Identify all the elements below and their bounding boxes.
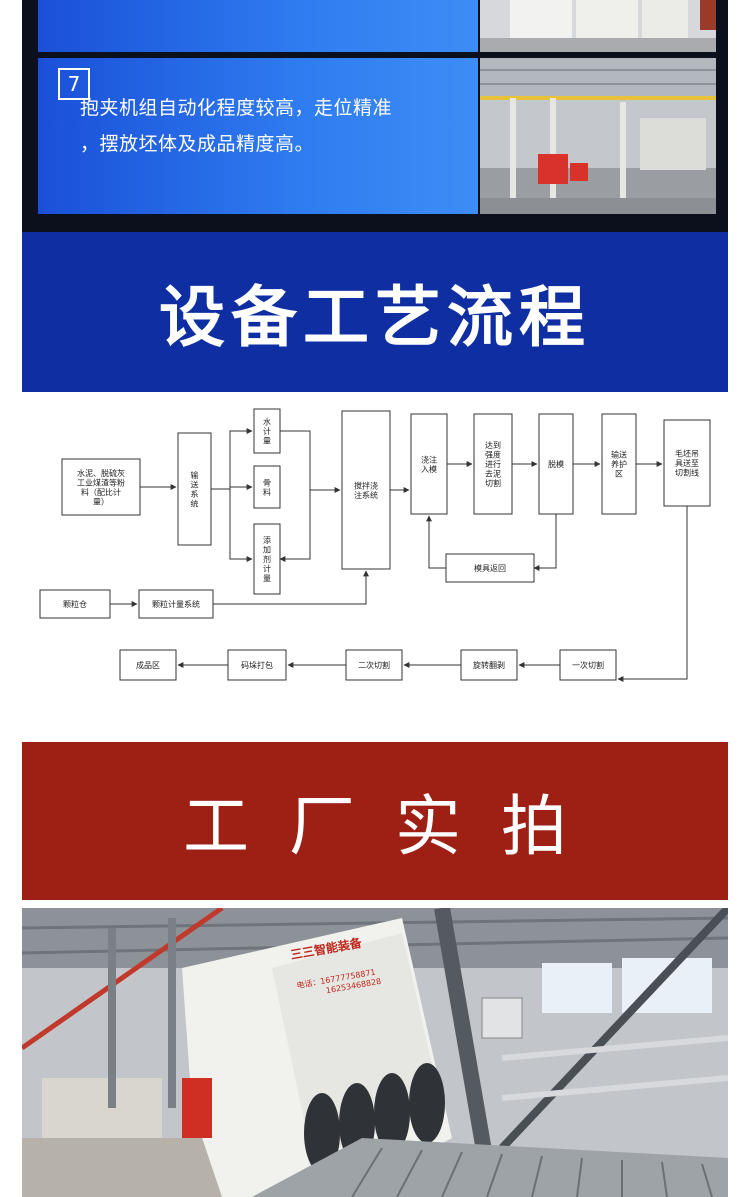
- flow-node-label: 输送养护区: [611, 450, 627, 479]
- flow-node-label: 水泥、脱硫灰工业煤渣等粉料（配比计量）: [77, 468, 125, 507]
- flow-node-demold: 脱模: [538, 413, 574, 515]
- feature-section: 7 抱夹机组自动化程度较高，走位精准 ，摆放坯体及成品精度高。: [22, 0, 728, 232]
- flow-node-box: [253, 523, 281, 595]
- flow-node-granary: 颗粒仓: [39, 589, 111, 619]
- flow-arrow: [617, 506, 688, 682]
- flow-node-box: [345, 649, 403, 681]
- flow-node-steam: 输送养护区: [601, 413, 637, 515]
- flow-arrow: [426, 515, 446, 569]
- flow-node-label: 二次切割: [358, 660, 390, 670]
- flow-node-label: 颗粒仓: [63, 599, 87, 609]
- flow-node-box: [227, 649, 287, 681]
- flow-node-granmeter: 颗粒计量系统: [138, 589, 214, 619]
- flow-node-box: [538, 413, 574, 515]
- flow-node-box: [663, 419, 711, 507]
- factory-photos-banner: 工厂实拍: [22, 742, 728, 900]
- feature-description: 抱夹机组自动化程度较高，走位精准 ，摆放坯体及成品精度高。: [80, 90, 452, 162]
- flow-node-label: 码垛打包: [241, 660, 273, 670]
- flow-node-raw: 水泥、脱硫灰工业煤渣等粉料（配比计量）: [61, 458, 141, 516]
- flow-node-label: 旋转翻剥: [473, 660, 505, 670]
- flow-node-label: 一次切割: [572, 660, 604, 670]
- flow-node-cut1: 一次切割: [559, 649, 617, 681]
- flow-node-label: 脱模: [548, 459, 564, 469]
- flow-node-box: [559, 649, 617, 681]
- feature-row-previous: [38, 0, 478, 52]
- plant-photo: [480, 58, 716, 214]
- flow-node-pack: 码垛打包: [227, 649, 287, 681]
- flow-node-box: [253, 465, 281, 509]
- flow-node-box: [177, 432, 212, 546]
- warehouse-photo: [480, 0, 716, 52]
- factory-photos-title: 工厂实拍: [183, 788, 607, 865]
- flow-node-additive: 添加剂计量: [253, 523, 281, 595]
- flow-arrow: [211, 428, 253, 490]
- flow-node-mix: 搅拌浇注系统: [341, 410, 391, 570]
- flow-node-label: 成品区: [136, 660, 160, 670]
- flow-node-label: 达到强度进行去泥切割: [485, 440, 501, 488]
- process-flow-diagram: 水泥、脱硫灰工业煤渣等粉料（配比计量） 输送系统 水计量骨料添加剂计量 搅拌浇注系统 浇…: [22, 392, 728, 736]
- flow-arrow: [279, 430, 311, 562]
- flow-node-flip: 旋转翻剥: [460, 649, 518, 681]
- flow-node-cut2: 二次切割: [345, 649, 403, 681]
- flow-node-box: [341, 410, 391, 570]
- flow-node-label: 模具返回: [474, 563, 506, 573]
- flow-node-water: 水计量: [253, 408, 281, 454]
- plant-photo-art: [480, 58, 716, 214]
- flow-node-box: [410, 413, 448, 515]
- flow-node-box: [39, 589, 111, 619]
- flow-node-box: [445, 553, 535, 583]
- process-flow-banner: 设备工艺流程: [22, 232, 728, 392]
- flow-node-moldback: 模具返回: [445, 553, 535, 583]
- flow-node-box: [460, 649, 518, 681]
- flow-node-bone: 骨料: [253, 465, 281, 509]
- feature-row-7: 7 抱夹机组自动化程度较高，走位精准 ，摆放坯体及成品精度高。: [38, 58, 478, 214]
- flow-arrow: [229, 489, 253, 562]
- flow-node-label: 骨料: [263, 478, 271, 497]
- factory-photo: 三三智能装备 电话：16777758871 16253468828: [22, 908, 728, 1197]
- flow-node-box: [138, 589, 214, 619]
- flow-node-label: 输送系统: [191, 470, 199, 509]
- flow-node-box: [253, 408, 281, 454]
- flow-node-box: [61, 458, 141, 516]
- factory-photo-art: [22, 908, 728, 1197]
- flow-node-box: [601, 413, 637, 515]
- flow-arrow: [533, 514, 557, 571]
- process-flow-title: 设备工艺流程: [159, 279, 591, 356]
- feature-text-line2: ，摆放坯体及成品精度高。: [80, 133, 315, 155]
- feature-number-badge: 7: [58, 68, 90, 100]
- flow-node-label: 毛坯吊具送至切割线: [675, 449, 699, 478]
- flow-node-cure: 达到强度进行去泥切割: [473, 413, 513, 515]
- flow-node-label: 水计量: [263, 417, 271, 446]
- flow-node-convey: 输送系统: [177, 432, 212, 546]
- flow-node-label: 搅拌浇注系统: [354, 480, 378, 500]
- flow-arrow: [213, 570, 369, 605]
- flow-node-label: 浇注入模: [421, 454, 437, 474]
- warehouse-photo-art: [480, 0, 716, 52]
- feature-text-line1: 抱夹机组自动化程度较高，走位精准: [80, 97, 393, 119]
- flow-node-box: [119, 649, 177, 681]
- flow-node-pour: 浇注入模: [410, 413, 448, 515]
- flow-node-label: 颗粒计量系统: [152, 599, 200, 609]
- flow-node-finished: 成品区: [119, 649, 177, 681]
- flow-node-cutline: 毛坯吊具送至切割线: [663, 419, 711, 507]
- flow-node-label: 添加剂计量: [263, 536, 271, 583]
- flow-node-box: [473, 413, 513, 515]
